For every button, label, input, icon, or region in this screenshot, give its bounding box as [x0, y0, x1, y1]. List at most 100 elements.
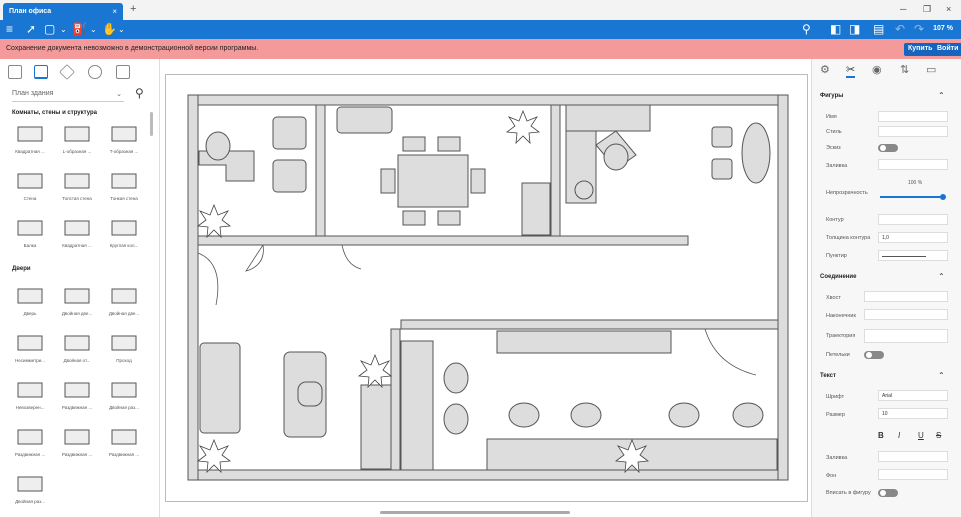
library-shape[interactable]: Несимметри... — [12, 331, 48, 363]
undo-icon[interactable]: ↶ — [895, 22, 906, 36]
loops-toggle[interactable] — [864, 351, 884, 359]
close-button[interactable]: × — [946, 4, 952, 14]
italic-button[interactable]: I — [898, 431, 901, 440]
opacity-slider[interactable] — [880, 196, 944, 198]
library-shape[interactable]: Двойная раз... — [106, 378, 142, 410]
dash-select[interactable] — [878, 250, 948, 261]
shapes-icon[interactable] — [34, 65, 48, 79]
style-field[interactable] — [878, 126, 948, 137]
chair — [443, 362, 469, 394]
redo-icon[interactable]: ↷ — [914, 22, 925, 36]
chevron-down-icon[interactable]: ⌄ — [118, 25, 125, 34]
library-shape[interactable]: Раздвижная ... — [59, 425, 95, 457]
chair — [732, 402, 764, 428]
binoculars-icon[interactable] — [88, 65, 102, 79]
background-label: Фон — [826, 473, 837, 479]
text-fill-field[interactable] — [878, 451, 948, 462]
new-tab-button[interactable]: + — [130, 3, 137, 15]
library-shape[interactable]: Стена — [12, 169, 48, 201]
chevron-up-icon[interactable]: ⌃ — [938, 371, 945, 380]
library-shape[interactable]: Двойная две... — [59, 284, 95, 316]
library-shape[interactable]: Дверь — [12, 284, 48, 316]
library-shape[interactable]: Круглая кол... — [106, 216, 142, 248]
fit-toggle[interactable] — [878, 489, 898, 497]
library-shape[interactable]: Раздвижная ... — [12, 425, 48, 457]
section-shapes: Фигуры — [820, 93, 844, 99]
fill-field[interactable] — [878, 159, 948, 170]
chevron-down-icon[interactable]: ⌄ — [60, 25, 67, 34]
library-shape[interactable]: Проход — [106, 331, 142, 363]
library-shape[interactable]: Двойная две... — [106, 284, 142, 316]
library-shape[interactable]: Балка — [12, 216, 48, 248]
hamburger-icon[interactable]: ≡ — [6, 22, 14, 36]
library-shape[interactable]: Двойная от... — [59, 331, 95, 363]
user-icon[interactable]: ⚲ — [802, 22, 811, 36]
sketch-toggle[interactable] — [878, 144, 898, 152]
chevron-up-icon[interactable]: ⌃ — [938, 272, 945, 281]
library-shape[interactable]: Толстая стена — [59, 169, 95, 201]
shape-thumbnail — [14, 169, 46, 193]
arrange-icon[interactable]: ⇅ — [900, 64, 910, 76]
shape-label: Балка — [23, 243, 37, 248]
tab-close-icon[interactable]: × — [112, 7, 117, 16]
underline-button[interactable]: U — [918, 431, 924, 440]
tail-label: Хвост — [826, 295, 841, 301]
pointer-icon[interactable]: ➚ — [26, 22, 37, 36]
sofa — [199, 342, 241, 434]
font-select[interactable]: Arial — [878, 390, 948, 401]
library-shape[interactable]: Раздвижная ... — [59, 378, 95, 410]
login-button[interactable]: Войти — [933, 43, 961, 56]
drawing-board[interactable] — [165, 74, 808, 502]
opacity-value: 100 % — [908, 180, 923, 186]
save-icon[interactable]: ▤ — [873, 22, 885, 36]
head-label: Наконечник — [826, 313, 856, 319]
buy-button[interactable]: Купить — [904, 43, 937, 56]
shape-thumbnail — [14, 378, 46, 402]
chevron-up-icon[interactable]: ⌃ — [938, 91, 945, 100]
scrollbar-thumb[interactable] — [150, 112, 153, 136]
page-settings-icon[interactable]: ⚙ — [820, 64, 830, 76]
contour-field[interactable] — [878, 214, 948, 225]
floor-plan[interactable] — [166, 75, 809, 503]
building-icon[interactable] — [116, 65, 130, 79]
page-icon[interactable] — [8, 65, 22, 79]
bold-button[interactable]: B — [878, 431, 884, 440]
library-shape[interactable]: Невозверен... — [12, 378, 48, 410]
maximize-button[interactable]: ❐ — [923, 4, 932, 14]
library-shape[interactable]: Квадратная ... — [12, 122, 48, 154]
rectangle-tool-icon[interactable]: ▢ — [44, 22, 56, 36]
contour-width-field[interactable]: 1,0 — [878, 232, 948, 243]
chair — [437, 136, 461, 152]
name-field[interactable] — [878, 111, 948, 122]
search-icon[interactable]: ⚲ — [135, 86, 144, 100]
minimize-button[interactable]: ─ — [900, 4, 907, 14]
layers-icon[interactable] — [59, 64, 75, 80]
left-panel-toggle-icon[interactable]: ◧ — [830, 22, 842, 36]
zoom-level[interactable]: 107 % — [933, 25, 953, 32]
shape-label: Раздвижная ... — [14, 452, 46, 457]
path-select[interactable] — [864, 329, 948, 343]
head-select[interactable] — [864, 309, 948, 320]
library-shape[interactable]: T-образная ... — [106, 122, 142, 154]
library-shape[interactable]: Тонкая стена — [106, 169, 142, 201]
library-select[interactable]: План здания ⌄ — [12, 90, 124, 102]
fill-bucket-icon[interactable]: ⛽ — [72, 22, 87, 36]
opacity-slider-handle[interactable] — [940, 194, 946, 200]
tail-select[interactable] — [864, 291, 948, 302]
chevron-down-icon[interactable]: ⌄ — [90, 25, 97, 34]
hand-pan-icon[interactable]: ✋ — [102, 22, 117, 36]
tools-icon[interactable]: ✂ — [846, 64, 856, 78]
strike-button[interactable]: S — [936, 431, 942, 440]
library-shape[interactable]: Двойная раз... — [12, 472, 48, 504]
background-field[interactable] — [878, 469, 948, 480]
text-icon[interactable]: ▭ — [926, 64, 937, 76]
right-panel-toggle-icon[interactable]: ◨ — [849, 22, 861, 36]
style-icon[interactable]: ◉ — [872, 64, 882, 76]
tab-document[interactable]: План офиса × — [3, 3, 123, 20]
library-shape[interactable]: Квадратная ... — [59, 216, 95, 248]
library-shape[interactable]: L-образная ... — [59, 122, 95, 154]
size-field[interactable]: 10 — [878, 408, 948, 419]
horizontal-scrollbar[interactable] — [380, 511, 570, 514]
main-toolbar: ≡ ➚ ▢ ⌄ ⛽ ⌄ ✋ ⌄ ⚲ ◧ ◨ ▤ ↶ ↷ 107 % — [0, 20, 961, 39]
library-shape[interactable]: Раздвижная ... — [106, 425, 142, 457]
